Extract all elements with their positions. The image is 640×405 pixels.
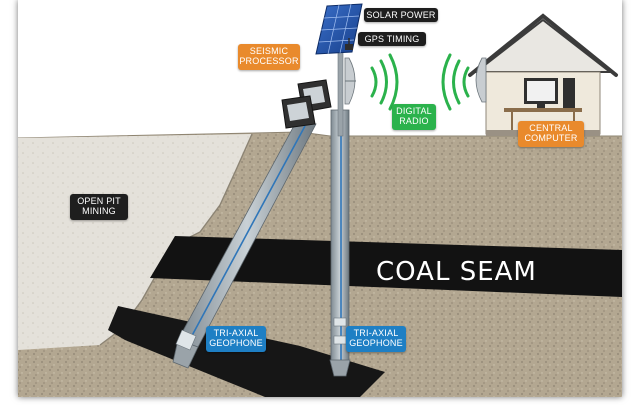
label-tri-axial-geophone-left: TRI-AXIAL GEOPHONE (206, 326, 266, 352)
geophone-icon (175, 329, 197, 351)
computer-icon (504, 78, 582, 130)
solar-panel-icon (315, 3, 363, 55)
radio-dish-icon (344, 57, 356, 105)
label-gps-timing: GPS TIMING (358, 32, 426, 46)
house-dish-icon (475, 57, 487, 103)
borehole-center (329, 109, 351, 377)
label-open-pit-mining: OPEN PIT MINING (70, 194, 128, 220)
radio-waves-right (441, 53, 470, 111)
label-digital-radio: DIGITAL RADIO (392, 104, 436, 130)
label-solar-power: SOLAR POWER (364, 8, 438, 22)
gps-antenna-icon (345, 38, 353, 50)
label-seismic-processor: SEISMIC PROCESSOR (238, 44, 300, 70)
pole (337, 39, 344, 137)
seismic-processor-icon (281, 79, 332, 129)
radio-waves-left (370, 53, 399, 111)
label-tri-axial-geophone-right: TRI-AXIAL GEOPHONE (346, 326, 406, 352)
label-coal-seam: COAL SEAM (376, 257, 537, 287)
label-central-computer: CENTRAL COMPUTER (518, 121, 584, 147)
house-icon (468, 13, 618, 136)
